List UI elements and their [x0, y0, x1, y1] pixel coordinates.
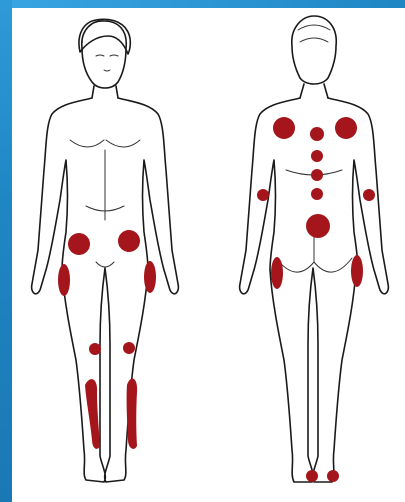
back-marker-hip-left [271, 257, 283, 289]
back-marker-lower-back [306, 214, 330, 238]
front-marker-hip-left [58, 264, 70, 296]
back-marker-elbow-right [363, 189, 375, 201]
front-legs [62, 268, 148, 482]
back-marker-spine-2 [311, 150, 323, 162]
back-figure [240, 16, 389, 482]
front-head [82, 21, 126, 88]
back-marker-spine-4 [311, 188, 323, 200]
back-marker-shoulder-left [273, 117, 295, 139]
back-head [292, 16, 336, 84]
front-marker-knee-right [123, 342, 135, 354]
front-marker-knee-left [89, 343, 101, 355]
front-marker-upper-thigh-left [68, 233, 90, 255]
back-marker-shoulder-right [335, 117, 357, 139]
back-marker-heel-right [327, 470, 339, 482]
back-marker-hip-right [351, 255, 363, 287]
front-torso [32, 98, 92, 294]
front-marker-upper-thigh-right [118, 230, 140, 252]
back-marker-spine-3 [311, 169, 323, 181]
back-marker-spine-1 [310, 127, 324, 141]
back-legs [270, 268, 356, 482]
front-figure [32, 19, 179, 482]
front-hair [79, 19, 130, 54]
back-marker-elbow-left [257, 189, 269, 201]
front-marker-shin-right [127, 379, 138, 449]
front-marker-hip-right [144, 261, 156, 293]
front-marker-shin-left [85, 379, 100, 449]
back-marker-heel-left [306, 470, 318, 482]
